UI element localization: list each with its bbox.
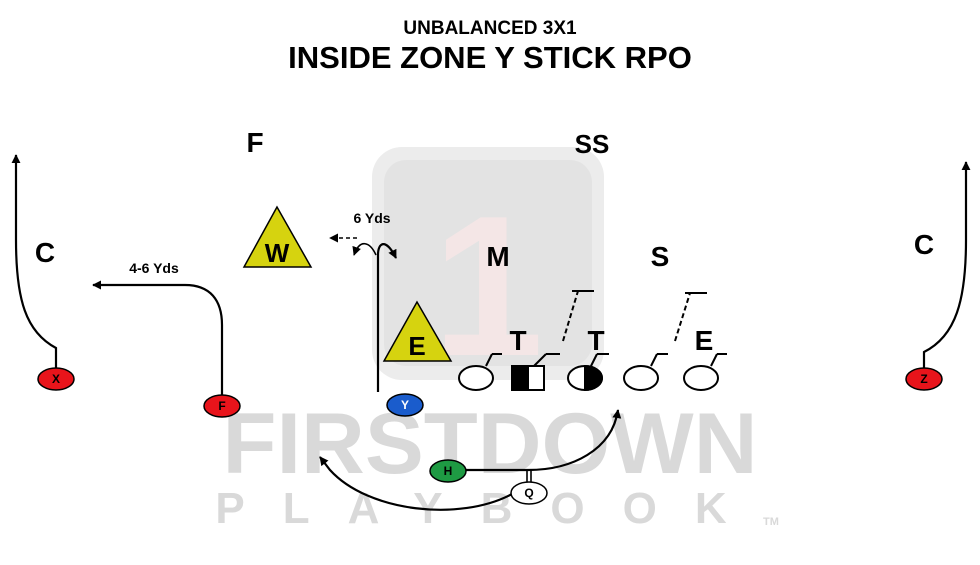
- tackle-2-label: T: [587, 325, 604, 356]
- f-route-depth-label: 4-6 Yds: [129, 260, 179, 276]
- watermark-playbook: PLAYBOOK: [215, 484, 764, 533]
- tackle-1-label: T: [509, 325, 526, 356]
- f-label: F: [218, 399, 225, 413]
- y-receiver: [386, 393, 424, 417]
- will-linebacker-triangle: [242, 205, 313, 268]
- watermark-trademark: TM: [763, 516, 779, 528]
- z-route: [922, 161, 971, 368]
- h-zone-path: [466, 409, 622, 472]
- right-tackle: [623, 365, 659, 391]
- edge-right-label: E: [695, 325, 714, 356]
- free-safety-label: F: [246, 127, 263, 158]
- sam-label: S: [651, 241, 670, 272]
- h-back: [429, 459, 467, 483]
- y-stick-route: [376, 243, 397, 392]
- y-label: Y: [401, 398, 409, 412]
- formation-title: UNBALANCED 3X1: [403, 18, 577, 39]
- play-title: INSIDE ZONE Y STICK RPO: [288, 40, 692, 75]
- f-route: [92, 280, 224, 396]
- watermark-numeral: 1: [432, 175, 543, 398]
- mike-label: M: [486, 241, 509, 272]
- edge-triangle: [382, 300, 453, 362]
- z-label: Z: [920, 372, 927, 386]
- offensive-line: [458, 290, 727, 392]
- tight-end: [683, 365, 719, 391]
- x-label: X: [52, 372, 60, 386]
- right-corner-label: C: [914, 229, 934, 260]
- skill-players: [37, 367, 943, 505]
- will-label: W: [265, 238, 290, 268]
- watermark-firstdown: FIRSTDOWN: [223, 396, 758, 492]
- routes: [11, 154, 971, 511]
- h-label: H: [444, 464, 453, 478]
- y-route-depth-label: 6 Yds: [353, 210, 390, 226]
- q-label: Q: [524, 486, 533, 500]
- x-receiver: [37, 367, 75, 391]
- strong-safety-label: SS: [575, 129, 610, 159]
- y-stick-option-left: [352, 242, 377, 256]
- f-receiver: [203, 394, 241, 418]
- x-route: [11, 154, 58, 368]
- left-tackle: [458, 365, 494, 391]
- edge-left-label: E: [408, 331, 425, 361]
- z-receiver: [905, 367, 943, 391]
- q-read-path: [319, 456, 513, 511]
- left-corner-label: C: [35, 237, 55, 268]
- quarterback: [510, 481, 548, 505]
